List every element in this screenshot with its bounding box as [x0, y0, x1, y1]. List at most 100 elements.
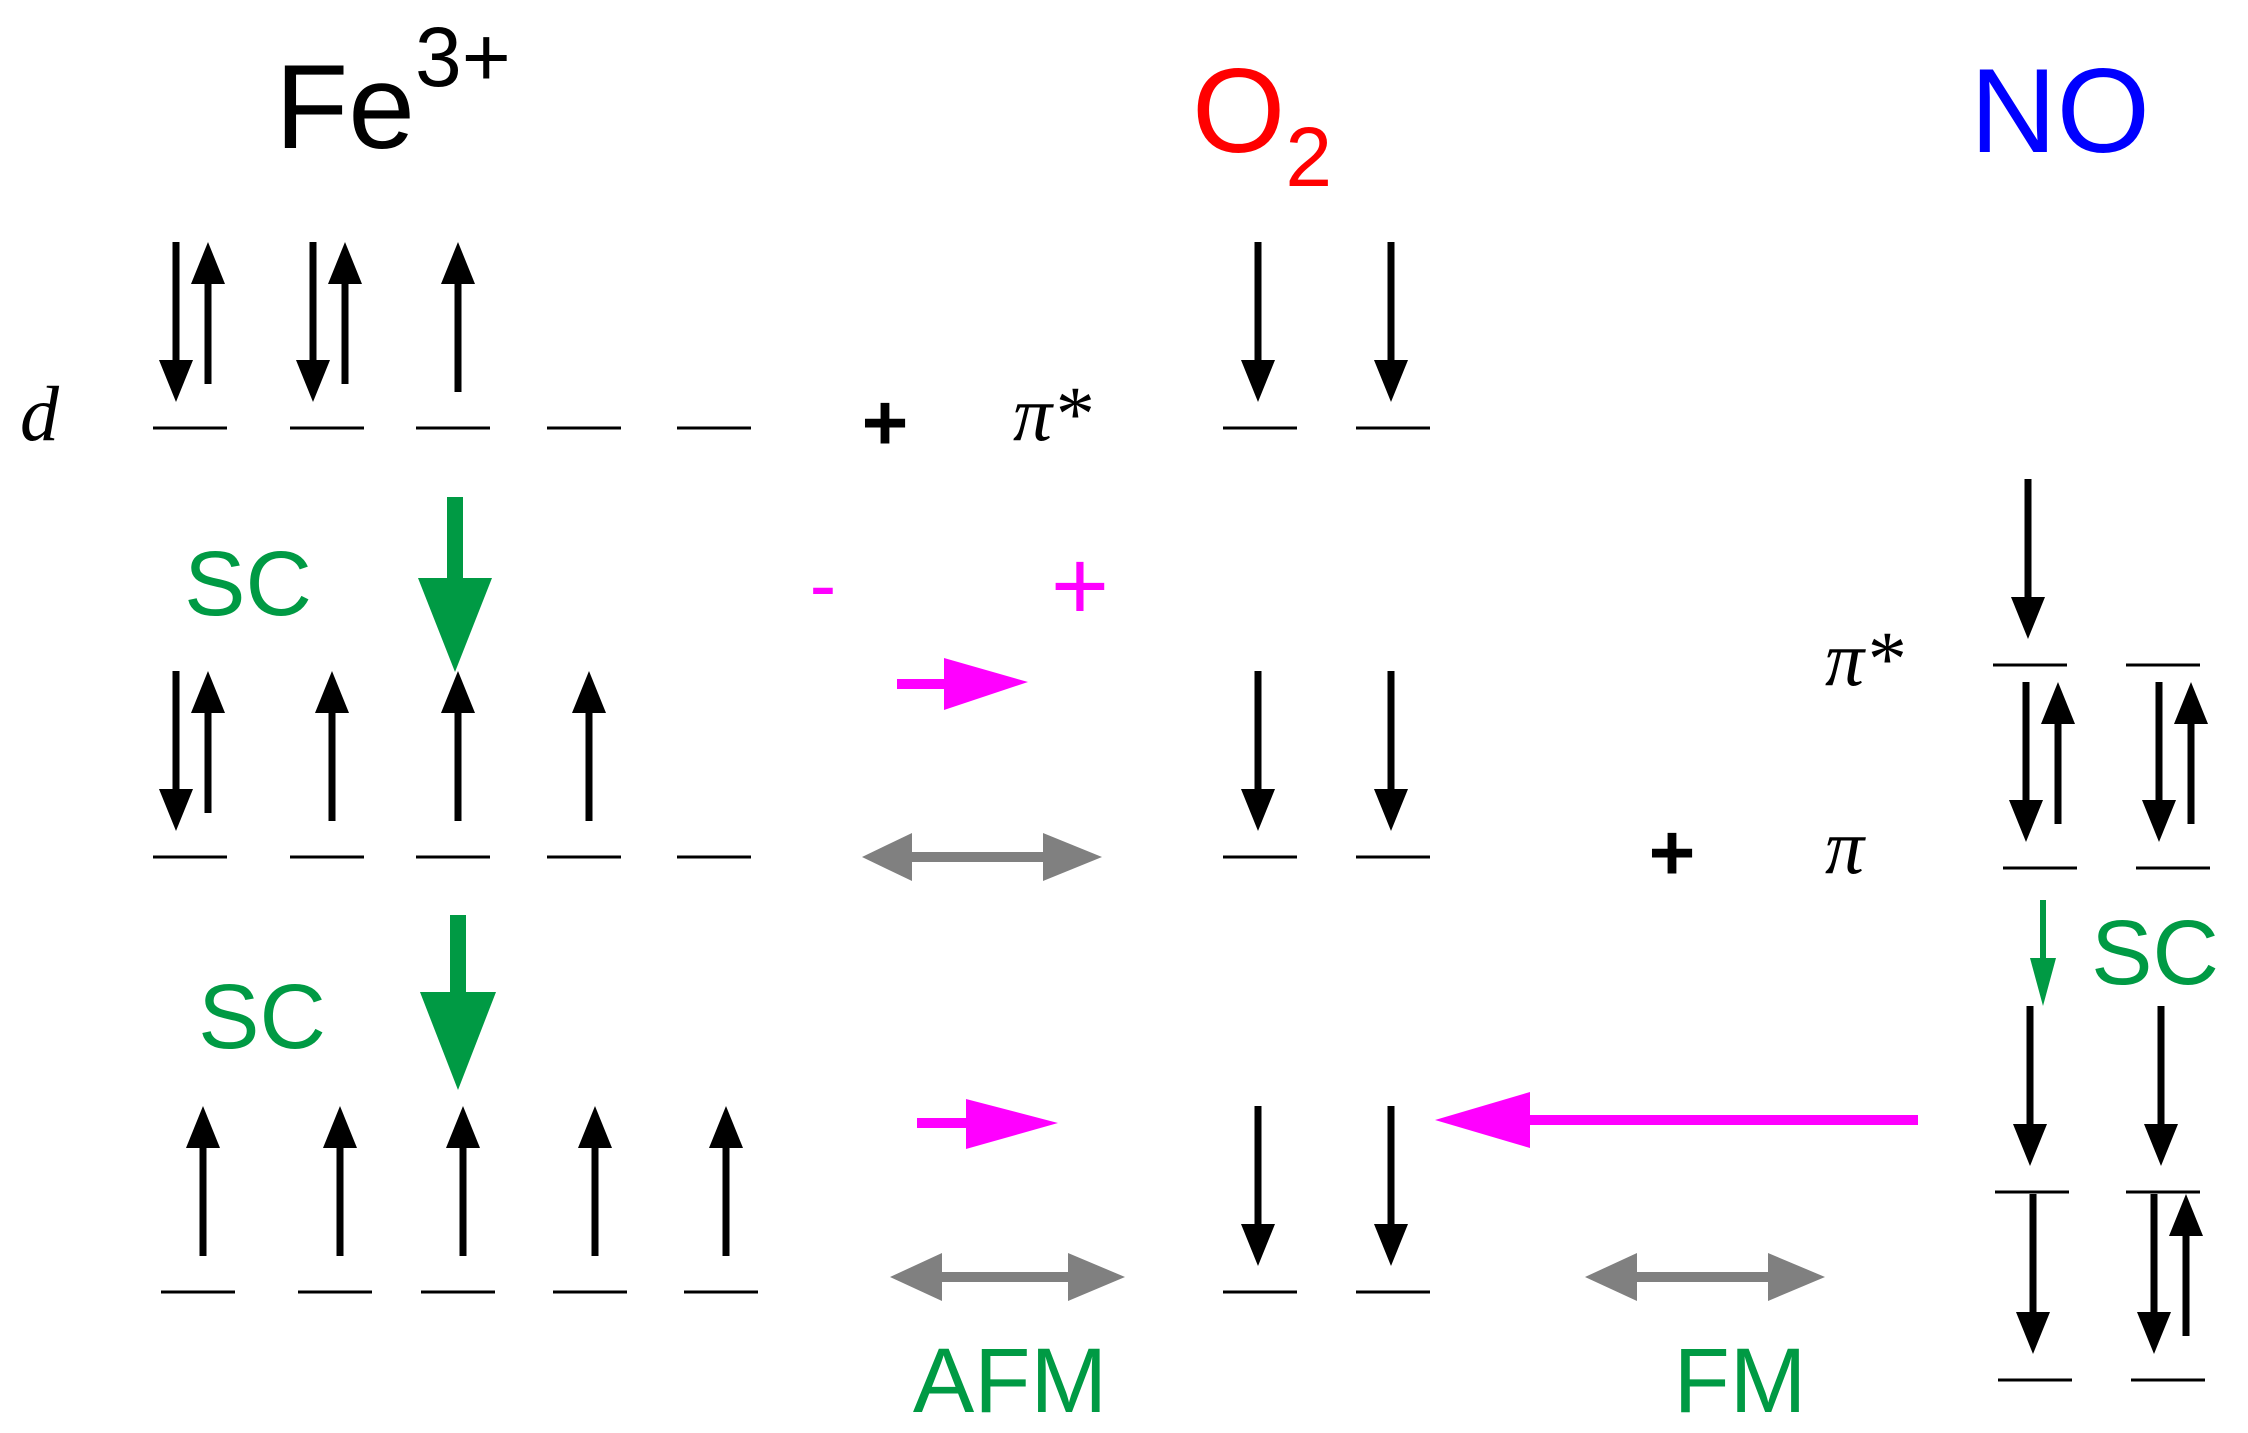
o2-row2-level-2-spin-down-arrow — [1374, 671, 1408, 831]
positive-charge-sign: + — [1051, 530, 1109, 642]
o2-row3-level-1-spin-down-arrow-head — [1241, 1224, 1275, 1266]
o2-subscript: 2 — [1285, 110, 1332, 204]
o2-row3-level-1 — [1223, 1106, 1297, 1294]
fe-row3-level-5-spin-up-arrow — [709, 1106, 743, 1256]
fe-row1-level-3-spin-up-arrow-head — [441, 242, 475, 284]
o2-row3-level-2 — [1356, 1106, 1430, 1294]
o2-row2-level-2-spin-down-arrow-head — [1374, 789, 1408, 831]
negative-charge-sign: - — [810, 540, 837, 629]
o2-row3-level-2-spin-down-arrow — [1374, 1106, 1408, 1266]
no-after-lower-level-1-spin-down-arrow-head — [2016, 1312, 2050, 1354]
no-after-upper-level-1 — [1995, 1006, 2069, 1194]
no-pi-level-2-spin-up-arrow — [2174, 682, 2208, 824]
fe-row3-level-2 — [298, 1106, 372, 1294]
no-title: NO — [1970, 44, 2150, 178]
afm-label: AFM — [913, 1330, 1107, 1432]
fe-row3-level-3-spin-up-arrow — [446, 1106, 480, 1256]
fm-label: FM — [1674, 1330, 1807, 1432]
coupling-arrow-1 — [862, 833, 1102, 881]
no-after-lower-level-2-spin-down-arrow-head — [2137, 1312, 2171, 1354]
o2-row2-level-1-spin-down-arrow — [1241, 671, 1275, 831]
fe-row2-level-2 — [290, 671, 364, 859]
no-pi-label: π — [1825, 803, 1866, 890]
o2-row1-level-2-spin-down-arrow — [1374, 242, 1408, 402]
fe-row2-level-2-spin-up-arrow-head — [315, 671, 349, 713]
fe-row2-level-2-spin-up-arrow — [315, 671, 349, 821]
no-after-upper-level-1-spin-down-arrow-head — [2013, 1124, 2047, 1166]
fe-row1-level-1-spin-down-arrow-head — [159, 360, 193, 402]
sc-arrow-2 — [420, 915, 496, 1090]
fe-row3-level-2-spin-up-arrow-head — [323, 1106, 357, 1148]
sc-label-3: SC — [2091, 902, 2219, 1004]
o2-row3-level-2-spin-down-arrow-head — [1374, 1224, 1408, 1266]
fe-row3-level-1-spin-up-arrow-head — [186, 1106, 220, 1148]
fe-row1-level-1-spin-up-arrow-head — [191, 242, 225, 284]
fe-row2-level-1-spin-up-arrow — [191, 671, 225, 813]
o2-row3-level-1-spin-down-arrow — [1241, 1106, 1275, 1266]
no-after-upper-level-1-spin-down-arrow — [2013, 1006, 2047, 1166]
no-after-lower-level-1-spin-down-arrow — [2016, 1194, 2050, 1354]
fe3-title: Fe3+ — [275, 10, 511, 174]
no-after-lower-level-1 — [1998, 1194, 2072, 1382]
fe-row1-level-1-spin-up-arrow — [191, 242, 225, 384]
no-after-lower-level-2-spin-down-arrow — [2137, 1194, 2171, 1354]
orbital-levels — [153, 242, 2210, 1382]
charge-transfer-arrow-1 — [897, 658, 1028, 710]
fe-row2-level-4-spin-up-arrow-head — [572, 671, 606, 713]
fe-row1-level-2-spin-down-arrow-head — [296, 360, 330, 402]
o2-row1-level-1-spin-down-arrow — [1241, 242, 1275, 402]
no-pi-star-level-1 — [1993, 479, 2067, 667]
charge-transfer-arrow-no-to-o2 — [1435, 1092, 1918, 1148]
fe-row1-level-2-spin-down-arrow — [296, 242, 330, 402]
fe-row1-level-1-spin-down-arrow — [159, 242, 193, 402]
no-pi-level-1 — [2003, 682, 2077, 870]
no-pi-star-level-1-spin-down-arrow — [2011, 479, 2045, 639]
fe-row2-level-4 — [547, 671, 621, 859]
fe-row1-level-2-spin-up-arrow-head — [328, 242, 362, 284]
plus-sign-o2-no: + — [1649, 808, 1696, 897]
no-pi-star-label: π* — [1825, 615, 1903, 702]
sc-label-1: SC — [184, 533, 312, 635]
fe-row3-level-4-spin-up-arrow — [578, 1106, 612, 1256]
fe-row3-level-2-spin-up-arrow — [323, 1106, 357, 1256]
no-after-lower-level-2 — [2131, 1194, 2205, 1382]
fe-row2-level-1 — [153, 671, 227, 859]
fe-row3-level-3 — [421, 1106, 495, 1294]
fe-row2-level-4-spin-up-arrow — [572, 671, 606, 821]
o2-row2-level-2 — [1356, 671, 1430, 859]
o2-row1-level-2 — [1356, 242, 1430, 430]
o2-row1-level-1 — [1223, 242, 1297, 430]
fe-row1-level-2 — [290, 242, 364, 430]
fe-charge: 3+ — [415, 10, 511, 104]
fm-coupling-arrow — [1585, 1253, 1825, 1301]
no-after-upper-level-2 — [2126, 1006, 2200, 1194]
fe-row3-level-5 — [684, 1106, 758, 1294]
no-pi-level-1-spin-up-arrow — [2041, 682, 2075, 824]
fe-row3-level-5-spin-up-arrow-head — [709, 1106, 743, 1148]
sc-label-2: SC — [198, 966, 326, 1068]
o2-base: O — [1192, 44, 1285, 178]
no-pi-level-2-spin-up-arrow-head — [2174, 682, 2208, 724]
fe-row2-level-1-spin-down-arrow — [159, 671, 193, 831]
no-pi-level-1-spin-down-arrow — [2009, 682, 2043, 842]
charge-transfer-arrow-2 — [917, 1099, 1058, 1149]
fe-row3-level-4 — [553, 1106, 627, 1294]
no-pi-level-1-spin-up-arrow-head — [2041, 682, 2075, 724]
plus-sign-fe-o2: + — [862, 378, 909, 467]
fe-row3-level-1 — [161, 1106, 235, 1294]
no-after-upper-level-2-spin-down-arrow — [2144, 1006, 2178, 1166]
sc-arrow-1 — [418, 497, 492, 672]
no-pi-level-2-spin-down-arrow-head — [2142, 800, 2176, 842]
fe-row2-level-1-spin-up-arrow-head — [191, 671, 225, 713]
d-orbital-label: d — [20, 370, 60, 457]
fe-row1-level-3-spin-up-arrow — [441, 242, 475, 392]
o2-pi-star-label: π* — [1013, 370, 1091, 457]
fe-row3-level-4-spin-up-arrow-head — [578, 1106, 612, 1148]
o2-row2-level-1-spin-down-arrow-head — [1241, 789, 1275, 831]
fe-row2-level-3 — [416, 671, 490, 859]
no-pi-level-2 — [2136, 682, 2210, 870]
o2-title: O2 — [1192, 44, 1332, 204]
no-after-lower-level-2-spin-up-arrow — [2169, 1194, 2203, 1336]
sc-arrow-3 — [2030, 900, 2056, 1006]
